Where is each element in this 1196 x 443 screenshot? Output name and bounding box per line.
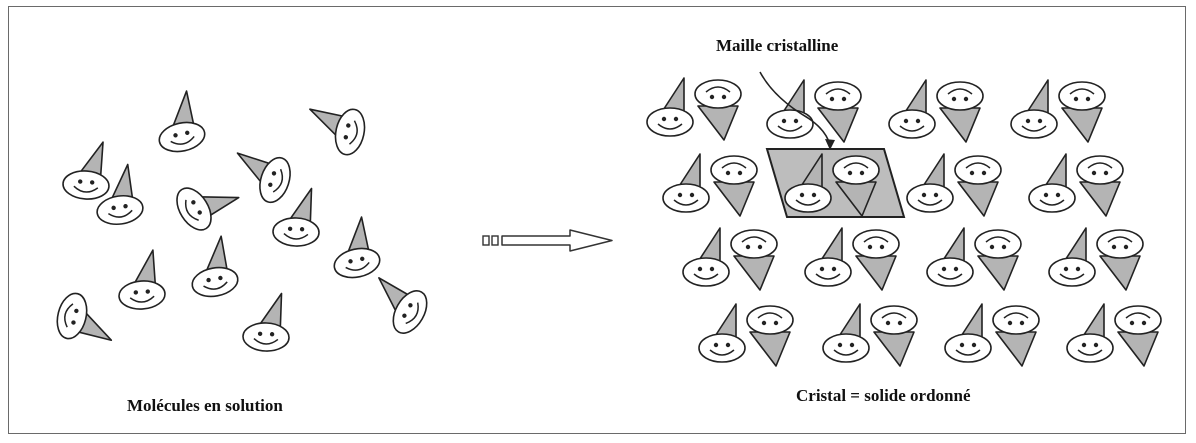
molecule — [1114, 305, 1162, 367]
molecule — [301, 99, 370, 159]
molecule — [710, 155, 758, 217]
unit-cell — [765, 148, 906, 218]
molecule — [974, 229, 1022, 291]
molecule — [814, 81, 862, 143]
molecule — [804, 227, 852, 287]
crystal-label: Cristal = solide ordonné — [796, 386, 971, 405]
molecule — [822, 303, 870, 363]
molecule — [888, 79, 936, 139]
molecule — [1096, 229, 1144, 291]
molecule — [926, 227, 974, 287]
molecule — [662, 153, 710, 213]
molecule — [1048, 227, 1096, 287]
molecule — [61, 138, 113, 202]
molecule — [1010, 79, 1058, 139]
molecule — [183, 233, 241, 301]
molecule — [944, 303, 992, 363]
molecule — [359, 269, 435, 340]
molecule — [852, 229, 900, 291]
molecule — [694, 79, 742, 141]
molecule — [646, 77, 694, 137]
molecule — [954, 155, 1002, 217]
molecule — [766, 79, 814, 139]
molecule — [169, 165, 245, 237]
molecule — [746, 305, 794, 367]
molecule — [682, 227, 730, 287]
molecule — [324, 214, 384, 283]
molecule — [149, 88, 209, 157]
molecule — [936, 81, 984, 143]
cell-pointer-arrow — [759, 71, 835, 150]
molecule — [1066, 303, 1114, 363]
molecule — [730, 229, 778, 291]
molecule — [698, 303, 746, 363]
molecule — [870, 305, 918, 367]
solution-label: Molécules en solution — [127, 396, 283, 415]
molecule — [1076, 155, 1124, 217]
molecule — [906, 153, 954, 213]
molecule — [241, 291, 292, 353]
solution-molecules — [52, 88, 435, 353]
molecule — [992, 305, 1040, 367]
molecule — [115, 248, 167, 312]
crystal-molecules — [646, 77, 1162, 367]
unit-cell-label: Maille cristalline — [716, 36, 839, 55]
molecule — [1028, 153, 1076, 213]
arrow-right-icon — [482, 229, 613, 252]
molecule — [52, 289, 122, 350]
molecule — [1058, 81, 1106, 143]
